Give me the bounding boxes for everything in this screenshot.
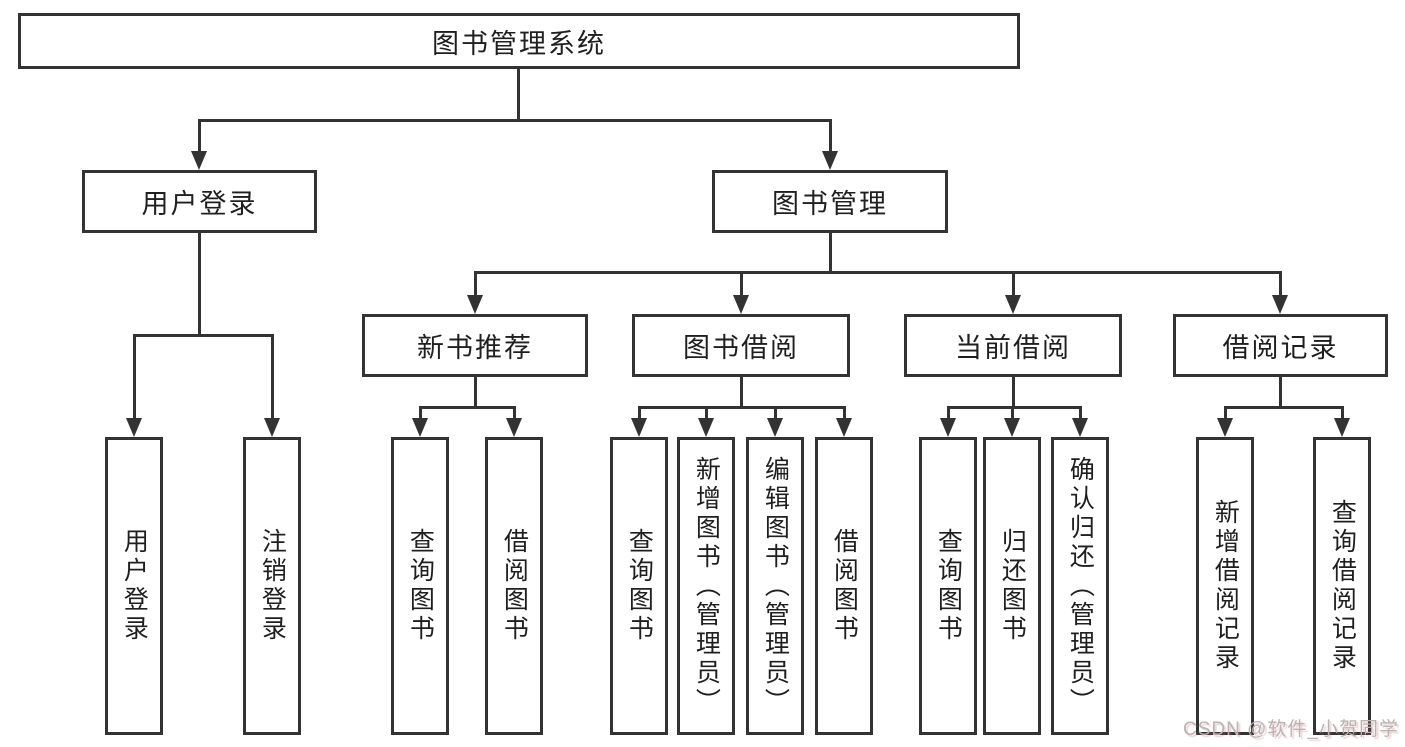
leaf-label: 查询图书: [406, 528, 435, 644]
arrowhead-icon: [1072, 418, 1088, 437]
connector-line: [517, 69, 520, 122]
connector-line: [774, 406, 777, 429]
node-label: 图书借阅: [683, 333, 799, 363]
node-label: 当前借阅: [955, 333, 1071, 363]
leaf-label: 注销登录: [258, 528, 287, 644]
node-label: 用户登录: [141, 189, 258, 219]
connector-line: [829, 119, 832, 161]
leaf-label: 归还图书: [998, 528, 1027, 644]
arrowhead-icon: [767, 418, 783, 437]
leaf-label: 查询借阅记录: [1328, 499, 1357, 673]
arrowhead-icon: [506, 418, 522, 437]
connector-line: [513, 406, 516, 429]
connector-line: [1224, 406, 1343, 409]
leaf-edit-books-admin: 编辑图书（管理员）: [746, 437, 804, 735]
connector-line: [829, 233, 832, 274]
arrowhead-icon: [698, 418, 714, 437]
arrowhead-icon: [1005, 295, 1021, 314]
connector-line: [474, 377, 477, 408]
connector-line: [947, 406, 1081, 409]
leaf-add-books-admin: 新增图书（管理员）: [677, 437, 735, 735]
leaf-label: 查询图书: [934, 528, 963, 644]
arrowhead-icon: [1004, 418, 1020, 437]
connector-line: [1224, 406, 1227, 429]
connector-line: [1279, 271, 1282, 306]
node-user-login: 用户登录: [82, 170, 317, 233]
arrowhead-icon: [1334, 418, 1350, 437]
leaf-label: 新增借阅记录: [1211, 499, 1240, 673]
watermark: CSDN @软件_小贺同学: [1183, 719, 1399, 740]
connector-line: [198, 119, 832, 122]
connector-line: [419, 406, 516, 409]
leaf-borrow-books-recommend: 借阅图书: [485, 437, 543, 735]
leaf-label: 借阅图书: [500, 528, 529, 644]
arrowhead-icon: [822, 151, 838, 170]
connector-line: [947, 406, 950, 429]
arrowhead-icon: [1217, 418, 1233, 437]
leaf-label: 查询图书: [625, 528, 654, 644]
arrowhead-icon: [126, 418, 142, 437]
connector-line: [419, 406, 422, 429]
leaf-logout-login: 注销登录: [243, 437, 301, 735]
arrowhead-icon: [467, 295, 483, 314]
connector-line: [740, 271, 743, 306]
connector-line: [1279, 377, 1282, 408]
connector-line: [133, 334, 136, 429]
node-library-management-system: 图书管理系统: [18, 13, 1020, 69]
connector-line: [474, 271, 1282, 274]
connector-line: [638, 406, 845, 409]
leaf-query-books-borrowing: 查询图书: [610, 437, 668, 735]
connector-line: [1011, 406, 1014, 429]
arrowhead-icon: [733, 295, 749, 314]
node-label: 新书推荐: [417, 333, 533, 363]
leaf-user-login: 用户登录: [105, 437, 163, 735]
connector-line: [198, 119, 201, 161]
node-label: 图书管理: [772, 189, 888, 219]
node-book-borrowing: 图书借阅: [632, 314, 850, 377]
connector-line: [638, 406, 641, 429]
connector-line: [1012, 377, 1015, 408]
leaf-query-books-recommend: 查询图书: [391, 437, 449, 735]
arrowhead-icon: [836, 418, 852, 437]
connector-line: [843, 406, 846, 429]
arrowhead-icon: [1272, 295, 1288, 314]
connector-line: [198, 233, 201, 336]
connector-line: [474, 271, 477, 306]
leaf-return-books: 归还图书: [983, 437, 1041, 735]
leaf-label: 用户登录: [120, 528, 149, 644]
arrowhead-icon: [631, 418, 647, 437]
leaf-borrow-books: 借阅图书: [815, 437, 873, 735]
connector-line: [1012, 271, 1015, 306]
leaf-label: 确认归还（管理员）: [1066, 455, 1095, 717]
leaf-query-books-current: 查询图书: [919, 437, 977, 735]
arrowhead-icon: [264, 418, 280, 437]
leaf-label: 借阅图书: [830, 528, 859, 644]
connector-line: [740, 377, 743, 408]
leaf-query-borrow-record: 查询借阅记录: [1313, 437, 1371, 735]
leaf-confirm-return-admin: 确认归还（管理员）: [1051, 437, 1109, 735]
connector-line: [705, 406, 708, 429]
arrowhead-icon: [940, 418, 956, 437]
node-borrowing-records: 借阅记录: [1173, 314, 1388, 377]
node-label: 图书管理系统: [432, 28, 606, 59]
connector-line: [133, 334, 274, 337]
leaf-label: 新增图书（管理员）: [692, 455, 721, 717]
node-new-book-recommend: 新书推荐: [362, 314, 588, 377]
arrowhead-icon: [412, 418, 428, 437]
node-label: 借阅记录: [1222, 333, 1339, 363]
connector-line: [271, 334, 274, 429]
connector-line: [1341, 406, 1344, 429]
arrowhead-icon: [191, 151, 207, 170]
leaf-label: 编辑图书（管理员）: [761, 455, 790, 717]
leaf-add-borrow-record: 新增借阅记录: [1196, 437, 1254, 735]
node-book-management: 图书管理: [712, 170, 948, 233]
node-current-borrowing: 当前借阅: [904, 314, 1122, 377]
connector-line: [1079, 406, 1082, 429]
